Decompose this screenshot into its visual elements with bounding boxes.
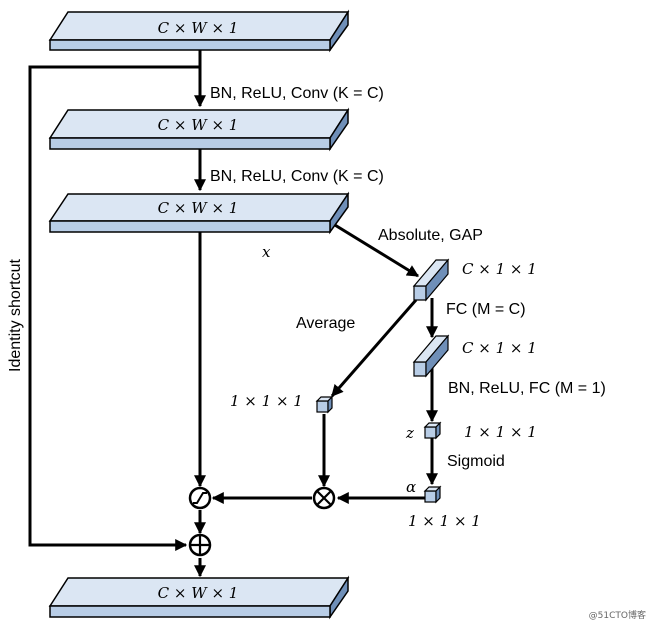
- block-bottom-label: C × W × 1: [158, 584, 239, 602]
- average-label: Average: [296, 315, 355, 332]
- conv1-label: BN, ReLU, Conv (K = C): [210, 85, 384, 102]
- block-third-label: C × W × 1: [158, 199, 239, 217]
- z-label: z: [405, 424, 414, 442]
- cube-z: [423, 421, 442, 440]
- cube-average: [315, 395, 334, 414]
- vector-fc: [412, 334, 450, 378]
- alpha-label: α: [406, 478, 416, 496]
- vector-gap: [412, 258, 450, 302]
- watermark: @51CTO博客: [589, 609, 646, 621]
- block-second: [48, 107, 350, 152]
- block-bottom: [48, 575, 350, 620]
- block-top-label: C × W × 1: [158, 19, 239, 37]
- sigmoid-label: Sigmoid: [447, 453, 505, 470]
- fc1-label: FC (M = C): [446, 301, 526, 318]
- block-top: [48, 9, 350, 53]
- identity-shortcut-line: [28, 65, 200, 551]
- cube-alpha: [423, 485, 442, 504]
- gap-vector-label: C × 1 × 1: [462, 260, 537, 278]
- conv2-label: BN, ReLU, Conv (K = C): [210, 168, 384, 185]
- sum-icon: [188, 533, 212, 557]
- block-second-label: C × W × 1: [158, 116, 239, 134]
- z-cube-label: 1 × 1 × 1: [464, 423, 537, 441]
- multiply-icon: [312, 486, 336, 510]
- bn-fc2-label: BN, ReLU, FC (M = 1): [448, 380, 606, 397]
- abs-gap-label: Absolute, GAP: [378, 227, 483, 244]
- alpha-cube-label: 1 × 1 × 1: [408, 512, 481, 530]
- soft-threshold-icon: [188, 486, 212, 510]
- identity-shortcut-label: Identity shortcut: [7, 259, 24, 373]
- x-label: x: [262, 243, 271, 261]
- average-cube-label: 1 × 1 × 1: [230, 392, 303, 410]
- fc-vector-label: C × 1 × 1: [462, 339, 537, 357]
- arrow-average: [330, 299, 418, 397]
- arrow-abs-gap: [329, 220, 420, 278]
- block-third: [48, 191, 350, 235]
